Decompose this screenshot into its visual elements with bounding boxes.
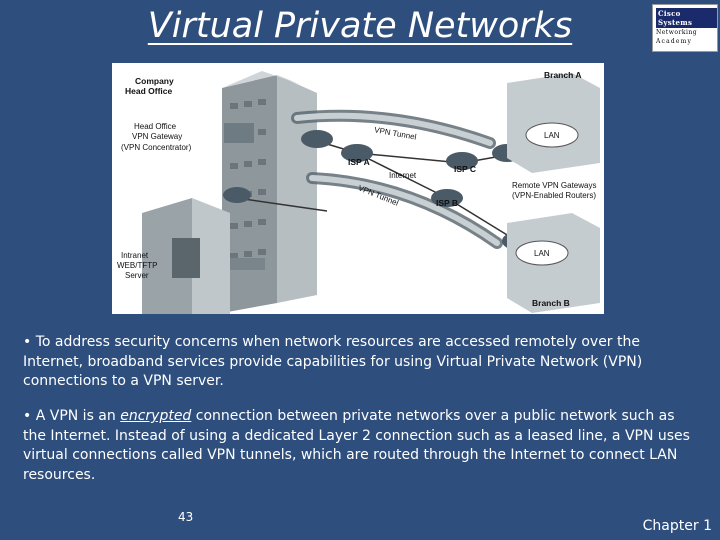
label-isp-c: ISP C bbox=[454, 164, 477, 174]
page-number: 43 bbox=[178, 510, 194, 524]
diagram-graphic bbox=[112, 63, 604, 314]
label-head-office-vpn-3: (VPN Concentrator) bbox=[121, 143, 192, 152]
paragraph-vpn-part2: connection between private networks over… bbox=[23, 408, 690, 483]
building-icon bbox=[142, 198, 230, 314]
label-intranet-1: Intranet bbox=[121, 251, 149, 260]
label-internet: Internet bbox=[389, 171, 417, 180]
vpn-network-diagram: Company Head Office Head Office VPN Gate… bbox=[112, 63, 604, 314]
label-isp-b: ISP B bbox=[436, 198, 459, 208]
label-intranet-2: WEB/TFTP bbox=[117, 261, 158, 270]
label-remote-gateways-1: Remote VPN Gateways bbox=[512, 181, 597, 190]
label-lan-a: LAN bbox=[544, 131, 560, 140]
logo-academy: Academy bbox=[656, 38, 693, 45]
label-intranet-3: Server bbox=[125, 271, 149, 280]
label-company: Company bbox=[135, 76, 174, 86]
chapter-label: Chapter 1 bbox=[642, 518, 712, 534]
switch-icon bbox=[230, 258, 265, 270]
label-isp-a: ISP A bbox=[348, 157, 370, 167]
switch-icon bbox=[224, 123, 254, 143]
label-lan-b: LAN bbox=[534, 249, 550, 258]
logo-brand: Cisco Systems bbox=[656, 8, 717, 28]
logo-networking: Networking bbox=[656, 29, 698, 36]
label-head-office-vpn-1: Head Office bbox=[134, 122, 177, 131]
title-line-1: Virtual Private Networks bbox=[147, 6, 573, 46]
cisco-logo: Cisco Systems Networking Academy bbox=[652, 4, 718, 52]
server-icon bbox=[172, 238, 200, 278]
label-remote-gateways-2: (VPN-Enabled Routers) bbox=[512, 191, 597, 200]
paragraph-broadband: • To address security concerns when netw… bbox=[23, 334, 643, 389]
label-branch-a: Branch A bbox=[544, 70, 582, 80]
cloud-icon bbox=[515, 122, 579, 266]
label-head-office: Head Office bbox=[125, 86, 173, 96]
paragraph-vpn-definition: • A VPN is an encrypted connection betwe… bbox=[23, 407, 695, 485]
label-branch-b: Branch B bbox=[532, 298, 570, 308]
paragraph-vpn-part1: • A VPN is an bbox=[23, 408, 121, 424]
label-head-office-vpn-2: VPN Gateway bbox=[132, 132, 183, 141]
paragraph-vpn-emphasis: encrypted bbox=[120, 408, 192, 424]
